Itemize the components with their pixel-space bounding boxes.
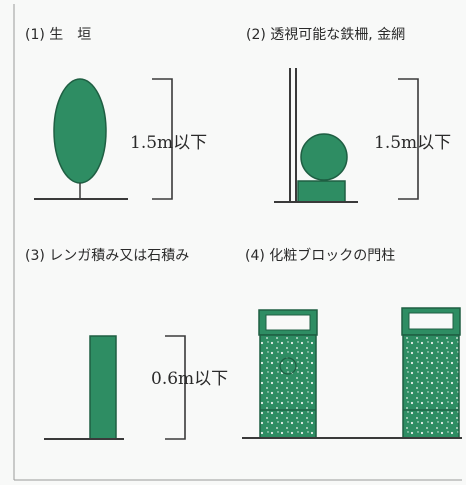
height-bracket-1: [152, 78, 173, 200]
panel-4-caption: (4) 化粧ブロックの門柱: [245, 247, 395, 264]
height-label-3: 0.6m以下: [151, 369, 228, 389]
shrub-shape: [300, 133, 348, 181]
height-label-1: 1.5m以下: [130, 133, 207, 153]
height-label-2: 1.5m以下: [374, 133, 451, 153]
panel-1-caption: (1) 生 垣: [25, 27, 91, 43]
hedge-shape: [53, 78, 107, 184]
brick-wall-shape: [89, 335, 117, 440]
height-bracket-2: [398, 78, 419, 200]
planter-base: [297, 180, 346, 203]
panel-3-caption: (3) レンガ積み又は石積み: [25, 248, 189, 264]
gate-post-left: [258, 309, 318, 439]
gate-post-right: [401, 307, 461, 439]
panel-2-caption: (2) 透視可能な鉄柵, 金網: [246, 27, 405, 43]
height-bracket-3: [165, 335, 186, 440]
